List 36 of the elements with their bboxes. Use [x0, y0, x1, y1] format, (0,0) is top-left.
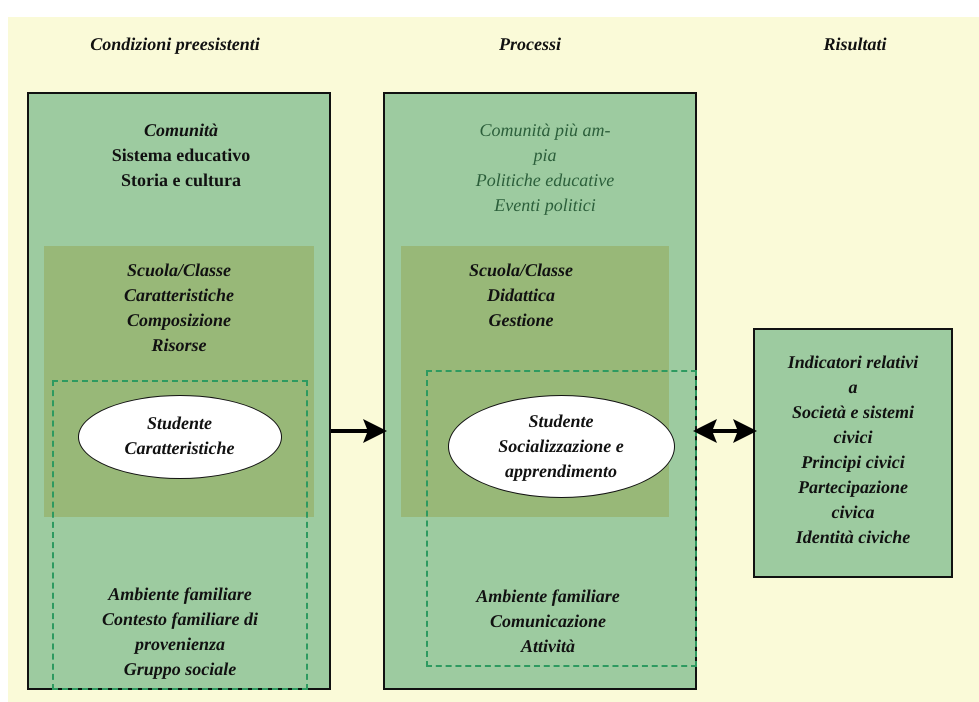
node-text: Studente [146, 412, 213, 435]
node-text: Partecipazione civica [797, 476, 909, 524]
node-text: Attività [519, 635, 576, 658]
node-text: Gestione [488, 309, 554, 332]
node-text: Caratteristiche [123, 437, 236, 460]
node-text: Studente [527, 410, 594, 433]
node-text: Caratteristiche [122, 284, 235, 307]
column-heading: Processi [498, 34, 562, 55]
node-text: Comunità più am- pia [478, 119, 612, 167]
arrow [331, 419, 387, 443]
arrow [693, 419, 757, 443]
node-text: Ambiente familiare [106, 583, 253, 606]
node-text: Politiche educative [474, 169, 616, 192]
node-text: Contesto familiare di provenienza [100, 608, 259, 656]
node-text: Indicatori relativi a [786, 351, 920, 399]
panel-box [753, 328, 953, 578]
node-text: Scuola/Classe [126, 259, 232, 282]
node-text: Didattica [486, 284, 556, 307]
node-text: Composizione [126, 309, 232, 332]
node-text: Risorse [150, 334, 208, 357]
node-text: Eventi politici [493, 194, 597, 217]
node-text: Storia e cultura [120, 169, 242, 192]
node-text: Gruppo sociale [122, 658, 238, 681]
node-text: Società e sistemi civici [791, 401, 915, 449]
node-text: Ambiente familiare [474, 585, 621, 608]
node-text: Identità civiche [794, 526, 912, 549]
node-text: Principi civici [800, 451, 906, 474]
panel-box [27, 92, 331, 690]
column-heading: Condizioni preesistenti [89, 34, 261, 55]
column-heading: Risultati [822, 34, 888, 55]
panel-box [383, 92, 697, 690]
node-text: Comunicazione [488, 610, 608, 633]
node-text: Scuola/Classe [468, 259, 574, 282]
node-text: Comunità [142, 119, 220, 142]
node-text: Sistema educativo [110, 144, 252, 167]
node-text: Socializzazione e apprendimento [497, 435, 625, 483]
